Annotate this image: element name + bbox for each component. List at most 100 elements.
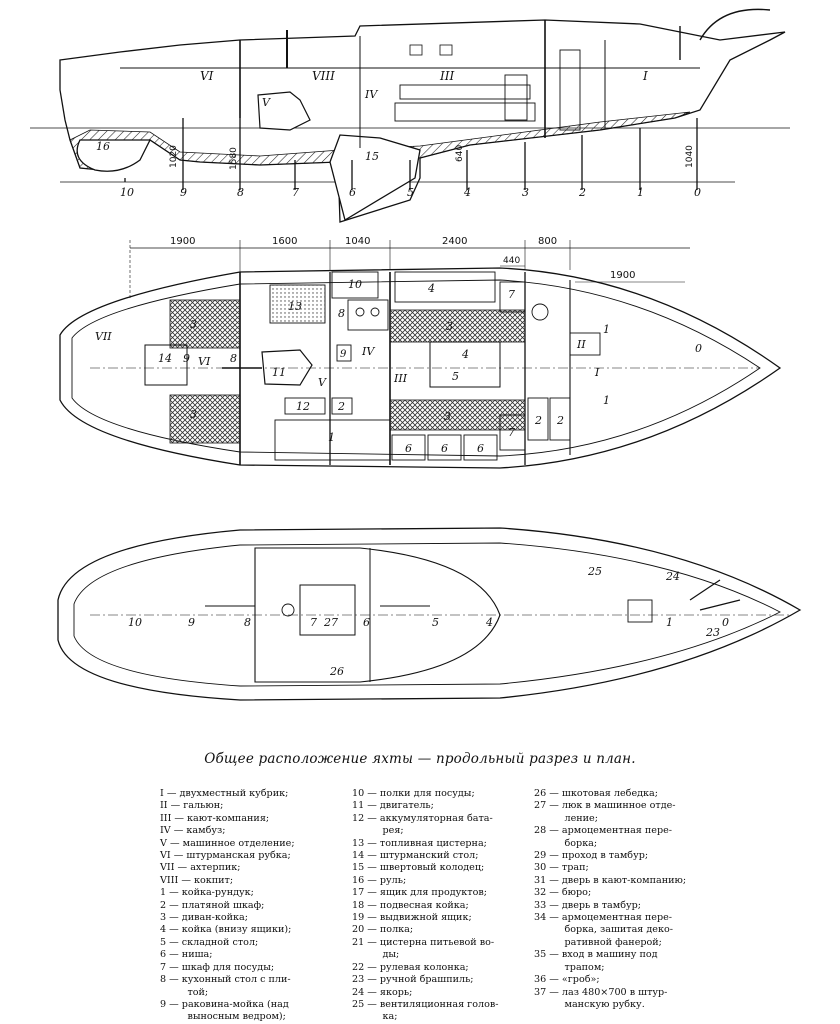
deck-station: 5 [432,616,439,629]
legend-entry: 13 — топливная цистерна; [352,837,487,849]
deck-item-label: 23 [705,626,720,639]
legend-entry: IV — камбуз; [160,825,226,837]
legend-entry: 18 — подвесная койка; [352,899,469,911]
deck-plan [57,527,802,701]
plan-item-label: 1 [328,431,335,444]
plan-item-label: 2 [337,400,345,413]
legend-entry: 26 — шкотовая лебедка; [534,788,658,799]
legend-entry: выносным ведром); [160,1011,286,1023]
plan-dimension: 1900 [610,270,635,281]
legend-entry: 10 — полки для посуды; [352,788,475,799]
deck-station: 6 [363,616,370,629]
legend-entry: 22 — рулевая колонка; [352,961,469,973]
plan-dimension: 1040 [345,236,370,247]
yacht-drawings: VI VIII III I V IV 16 15 1020 1580 640 1… [30,8,802,701]
profile-station: 3 [522,186,529,199]
deck-item-label: 26 [329,665,344,678]
deck-station: 10 [128,616,142,629]
profile-compartment-label: IV [364,88,378,101]
legend-entry: 15 — швертовый колодец; [352,862,485,874]
legend-entry: V — машинное отделение; [160,837,295,849]
legend-entry: 37 — лаз 480×700 в штур- [534,986,668,998]
deck-station: 1 [666,616,673,629]
legend-entry: борка, зашитая деко- [534,924,673,936]
plan-item-label: 14 [158,352,172,365]
legend-entry: 35 — вход в машину под [534,949,658,961]
plan-compartment-label: I [594,366,600,379]
legend-column-3: 26 — шкотовая лебедка;27 — люк в машинно… [534,788,744,1011]
plan-compartment-label: V [318,376,327,389]
profile-station: 9 [180,186,187,199]
plan-item-label: 6 [405,442,412,455]
plan-hull-outline [59,267,782,469]
profile-labels: VI VIII III I V IV 16 15 1020 1580 640 1… [96,69,701,199]
plan-compartment-label: II [576,338,586,351]
plan-item-label: 5 [452,370,459,383]
plan-item-label: 3 [446,320,453,333]
profile-height: 1020 [169,145,179,168]
plan-item-label: 4 [461,348,469,361]
engine [257,91,311,131]
profile-compartment-label: VI [200,69,214,83]
profile-station: 2 [578,186,586,199]
legend-entry: рея; [352,825,404,837]
deck-item-label: 24 [665,570,680,583]
legend-entry: VIII — кокпит; [160,874,234,886]
legend-entry: 17 — ящик для продуктов; [352,887,487,899]
plan-dimension: 1900 [170,236,195,247]
plan-item-label: 8 [230,352,237,365]
legend-entry: трапом; [534,961,605,973]
profile-station: 8 [237,186,244,199]
plan-item-label: 13 [288,300,302,313]
legend-entry: I — двухместный кубрик; [160,788,289,799]
legend-entry: 32 — бюро; [534,887,592,899]
legend-entry: 29 — проход в тамбур; [534,850,649,862]
deck-station: 7 [310,616,317,629]
profile-compartment-label: V [262,96,271,109]
plan-dimension: 1600 [272,236,297,247]
legend-entry: 19 — выдвижной ящик; [352,912,472,924]
legend-entry: 20 — полка; [352,924,414,936]
plan-compartment-label: III [393,372,408,385]
legend-entry: VI — штурманская рубка; [160,850,291,862]
plan-item-label: 2 [534,414,542,427]
legend-entry: 31 — дверь в кают-компанию; [534,874,687,886]
longitudinal-section [30,8,790,223]
plan-item-label: 12 [296,400,310,413]
accommodation-plan [59,240,782,469]
legend-entry: 2 — платяной шкаф; [160,899,265,911]
legend-entry: 11 — двигатель; [352,800,434,812]
plan-item-label: 3 [190,318,197,331]
legend-column-2: 10 — полки для посуды;11 — двигатель;12 … [352,788,527,1024]
deck-station: 9 [188,616,195,629]
profile-compartment-label: I [642,69,648,83]
plan-dimension: 800 [538,236,557,247]
legend-entry: 24 — якорь; [352,986,413,998]
plan-dimension: 440 [503,256,520,266]
legend-entry: 6 — ниша; [160,949,213,961]
profile-station: 10 [120,186,134,199]
legend-entry: II — гальюн; [160,800,224,812]
profile-station: 7 [292,186,299,199]
legend-entry: ление; [534,812,598,824]
plan-labels: 1900 1600 1040 2400 800 440 1900 VII VI … [95,236,702,455]
profile-station: 6 [349,186,356,199]
centerboard [329,134,421,222]
legend-entry: 16 — руль; [352,874,407,886]
plan-item-label: 7 [508,426,515,439]
legend-entry: 23 — ручной брашпиль; [352,974,474,986]
deck-station: 4 [485,616,493,629]
profile-height: 640 [455,145,465,162]
legend-entry: ды; [352,949,400,961]
plan-item-label: 3 [190,408,197,421]
legend-entry: 28 — армоцементная пере- [534,825,673,837]
profile-compartment-label: III [439,69,454,83]
plan-item-label: 4 [427,282,435,295]
profile-item-label: 16 [96,140,110,153]
plan-item-label: 8 [338,307,345,320]
profile-station: 4 [463,186,471,199]
profile-station: 5 [407,186,414,199]
legend-entry: ка; [352,1011,398,1023]
plan-compartment-label: IV [361,345,375,358]
plan-item-label: 7 [508,288,515,301]
